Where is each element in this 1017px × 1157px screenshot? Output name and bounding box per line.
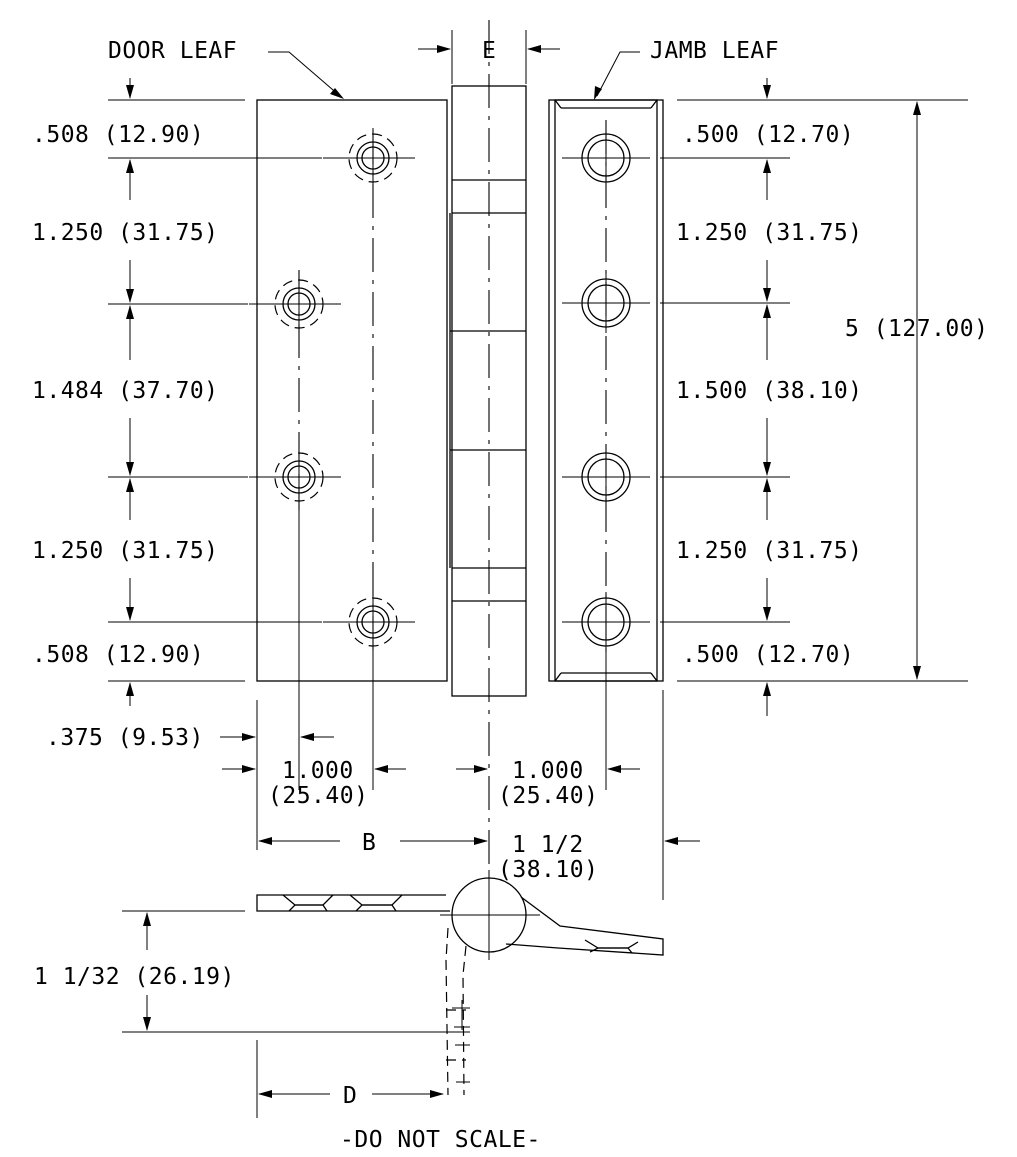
left-dim-1-2: 1.250 (31.75) (32, 220, 219, 246)
jamb-spacing-in: 1.000 (512, 758, 584, 784)
bottom-dimensions: .375 (9.53) 1.000 (25.40) 1.000 (25.40) … (46, 500, 700, 900)
dim-d-label: D (343, 1083, 357, 1109)
door-spacing-mm: (25.40) (268, 783, 368, 809)
do-not-scale-note: -DO NOT SCALE- (340, 1127, 541, 1153)
jamb-spacing-mm: (25.40) (498, 783, 598, 809)
left-dim-3-4: 1.250 (31.75) (32, 538, 219, 564)
jamb-leaf-holes (562, 128, 650, 652)
left-dim-bottom: .508 (12.90) (32, 642, 204, 668)
jamb-leaf-label: JAMB LEAF (650, 38, 779, 64)
dim-b-label: B (362, 830, 376, 856)
left-dim-2-3: 1.484 (37.70) (32, 378, 219, 404)
door-leaf-outline (256, 99, 448, 682)
right-dim-top: .500 (12.70) (682, 122, 854, 148)
hinge-edge-view: 1 1/32 (26.19) 1 1/32 (26.19) D (34, 870, 664, 1118)
jamb-width-in: 1 1/2 (512, 832, 584, 858)
inset-dim-label: .375 (9.53) (46, 725, 204, 751)
left-dimensions: .508 (12.90) 1.250 (31.75) 1.484 (37.70)… (32, 78, 322, 706)
door-leaf-holes (249, 128, 415, 652)
jamb-width-mm: (38.10) (498, 857, 598, 883)
right-dim-2-3: 1.500 (38.10) (676, 378, 863, 404)
door-spacing-in: 1.000 (282, 758, 354, 784)
door-leaf-label: DOOR LEAF (108, 38, 237, 64)
dim-e-label: E (482, 38, 496, 64)
right-dimensions: .500 (12.70) 1.250 (31.75) 1.500 (38.10)… (660, 78, 988, 716)
top-labels: DOOR LEAF JAMB LEAF E (108, 30, 779, 100)
right-dim-3-4: 1.250 (31.75) (676, 538, 863, 564)
hinge-front-view (249, 20, 664, 870)
right-dim-1-2: 1.250 (31.75) (676, 220, 863, 246)
left-dim-top: .508 (12.90) (32, 122, 204, 148)
offset-dim-text: 1 1/32 (26.19) (34, 964, 235, 990)
overall-height-label: 5 (127.00) (845, 316, 988, 342)
right-dim-bottom: .500 (12.70) (682, 642, 854, 668)
